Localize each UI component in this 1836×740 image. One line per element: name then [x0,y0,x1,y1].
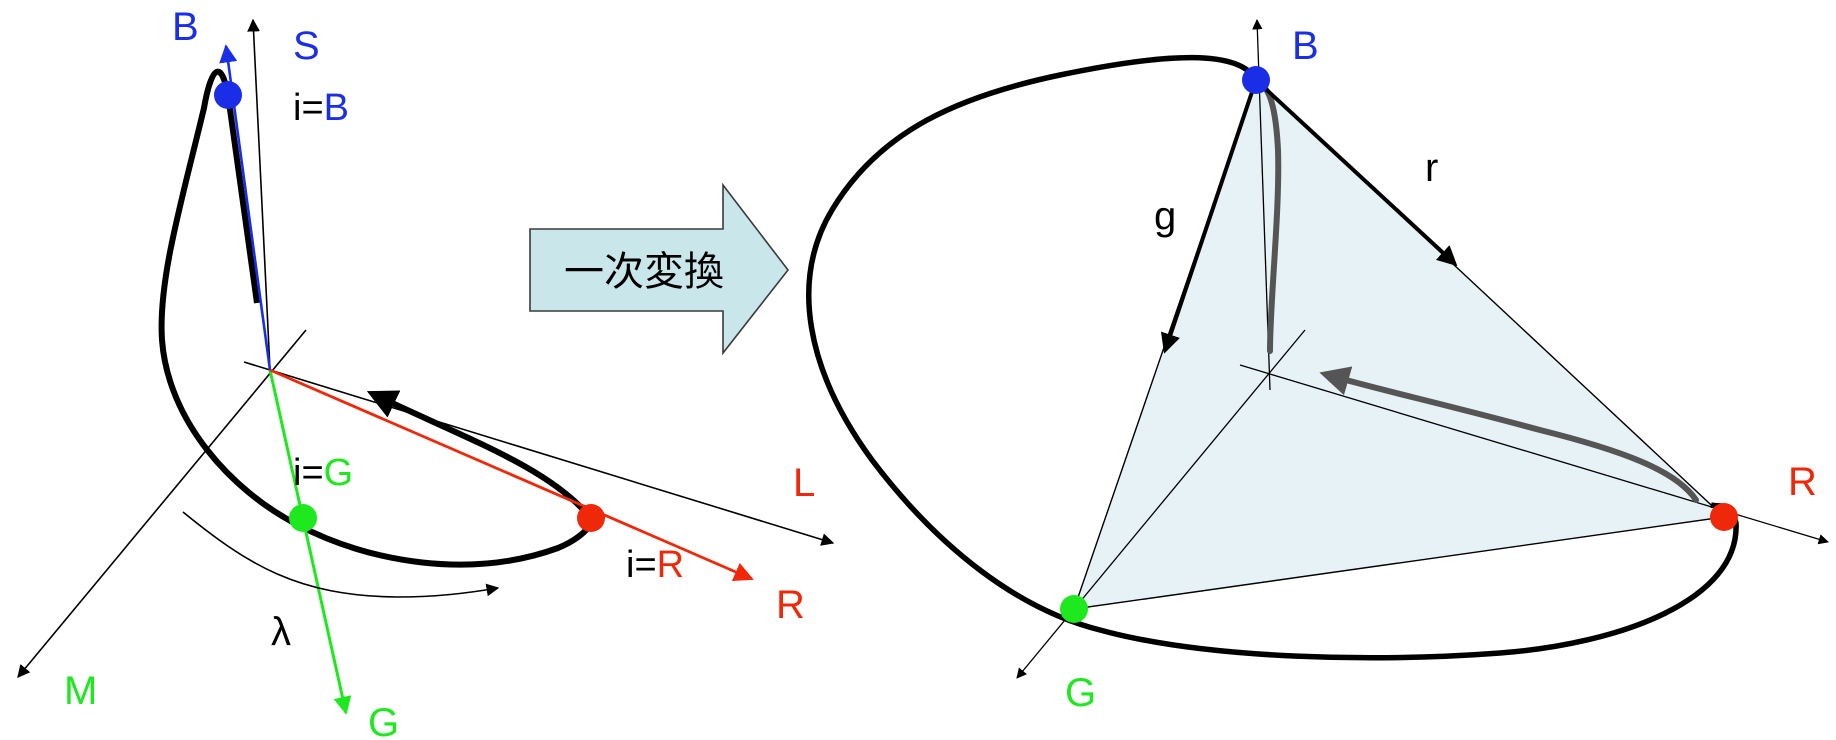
axis-l-line [243,361,835,546]
label-edge-r: r [1425,146,1438,190]
transform-arrow-shape [529,182,790,356]
label-primary-b: B [172,5,199,49]
label-lambda: λ [271,610,291,654]
label-i-r: i=R [626,544,684,586]
rgb-triangle [1072,78,1726,610]
spectrum-locus-inner [1259,83,1699,503]
label-i-b-value: B [324,87,349,129]
linear-transform-arrow: 一次変換 [529,182,790,356]
vertex-b-dot [1242,66,1270,94]
label-axis-l: L [793,461,815,505]
right-rgb-diagram: B r g R G [806,18,1829,715]
primary-r-vector [269,368,754,581]
label-axis-m: M [64,669,97,713]
lambda-direction-arrow [182,511,500,598]
left-lms-diagram: B S i=B i=G L i=R R λ M G [17,5,835,740]
label-primary-r: R [776,583,805,627]
label-i-r-prefix: i= [626,544,657,586]
label-vertex-g: G [1065,671,1096,715]
label-i-r-value: R [657,544,684,586]
label-vertex-b: B [1292,24,1319,68]
label-i-g: i=G [293,452,353,494]
transform-arrow-label: 一次変換 [564,249,724,295]
label-axis-s: S [293,24,320,68]
label-i-b: i=B [293,87,349,129]
axis-m-line [17,329,307,678]
spectrum-locus-outer [806,54,1739,661]
spectrum-locus-curve [158,68,595,568]
primary-g-dot [289,504,317,532]
primary-g-vector [268,369,352,715]
label-primary-g: G [368,701,399,740]
label-edge-g: g [1154,194,1176,238]
primary-r-dot [577,504,605,532]
edge-g-vector [1160,79,1258,354]
label-i-b-prefix: i= [293,87,324,129]
label-i-g-prefix: i= [293,452,324,494]
vertex-g-dot [1060,595,1088,623]
axis-s-line [247,18,271,371]
primary-b-dot [214,81,242,109]
edge-r-vector [1254,78,1458,267]
vertex-r-dot [1710,503,1738,531]
label-vertex-r: R [1788,460,1817,504]
label-i-g-value: G [324,452,354,494]
